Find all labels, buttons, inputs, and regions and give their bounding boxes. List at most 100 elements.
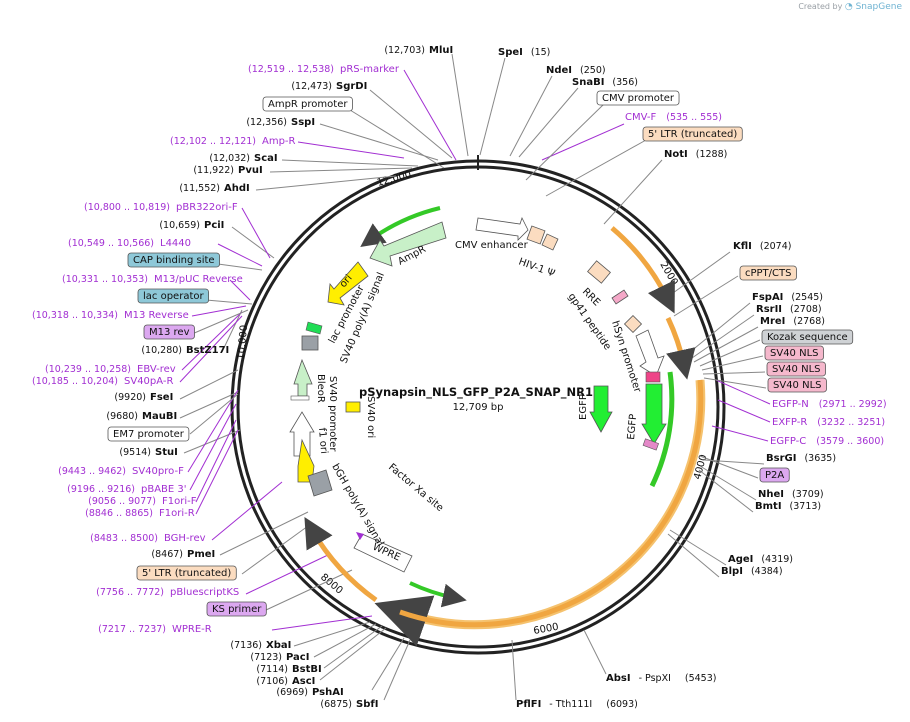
ampr-feature bbox=[369, 221, 447, 267]
feature-label-box[interactable]: M13 rev bbox=[143, 324, 195, 340]
primer[interactable]: (12,102 .. 12,121)Amp-R bbox=[170, 136, 296, 147]
enzyme-site[interactable]: (12,703)MluI bbox=[384, 45, 453, 56]
site-position: (2708) bbox=[790, 304, 822, 315]
primer-name: pRS-marker bbox=[340, 64, 400, 75]
enzyme-site[interactable]: BlpI(4384) bbox=[721, 566, 783, 577]
primer-name: pBluescriptKS bbox=[170, 587, 239, 598]
enzyme-leader bbox=[369, 89, 453, 159]
enzyme-site[interactable]: (9920)FseI bbox=[114, 392, 173, 403]
primer-range: (2971 .. 2992) bbox=[819, 399, 887, 410]
enzyme-site[interactable]: (10,659)PciI bbox=[159, 220, 224, 231]
feature-label-box[interactable]: lac operator bbox=[137, 288, 209, 304]
enzyme-site[interactable]: MreI(2768) bbox=[760, 316, 825, 327]
primer[interactable]: (9443 .. 9462)SV40pro-F bbox=[58, 466, 184, 477]
feature-label-box[interactable]: SV40 NLS bbox=[766, 361, 826, 377]
feature-label-box[interactable]: CAP binding site bbox=[127, 252, 220, 268]
site-position: (7136) bbox=[230, 640, 262, 651]
enzyme-site[interactable]: AgeI(4319) bbox=[728, 554, 793, 565]
enzyme-site[interactable]: (6969)PshAI bbox=[276, 687, 343, 698]
enzyme-leader bbox=[583, 629, 607, 675]
site-position: (6093) bbox=[606, 699, 638, 710]
primer[interactable]: (7756 .. 7772)pBluescriptKS bbox=[96, 587, 239, 598]
label-sv40-ori: SV40 ori bbox=[365, 396, 376, 438]
feature-label-box[interactable]: SV40 NLS bbox=[767, 377, 827, 393]
enzyme-site[interactable]: (7123)PacI bbox=[250, 652, 309, 663]
primer-range: (10,318 .. 10,334) bbox=[32, 310, 118, 321]
enzyme-site[interactable]: AbsI- PspXI(5453) bbox=[606, 673, 716, 684]
feature-leader bbox=[189, 393, 239, 435]
primer[interactable]: (10,549 .. 10,566)L4440 bbox=[68, 238, 191, 249]
primer[interactable]: (8846 .. 8865)F1ori-R bbox=[85, 508, 195, 519]
feature-label-bg bbox=[107, 426, 190, 442]
primer-range: (7217 .. 7237) bbox=[98, 624, 166, 635]
enzyme-site[interactable]: (11,552)AhdI bbox=[179, 183, 249, 194]
enzyme-site[interactable]: (10,280)BstZ17I bbox=[141, 345, 229, 356]
feature-label-box[interactable]: P2A bbox=[759, 467, 790, 483]
enzyme-leader bbox=[371, 637, 405, 691]
enzyme-site[interactable]: (7114)BstBI bbox=[256, 664, 321, 675]
primer-name: CMV-F bbox=[625, 112, 656, 123]
primer[interactable]: EGFP-C(3579 .. 3600) bbox=[770, 436, 884, 447]
site-position: (356) bbox=[612, 77, 638, 88]
primer[interactable]: (10,318 .. 10,334)M13 Reverse bbox=[32, 310, 189, 321]
feature-label-text: AmpR promoter bbox=[268, 99, 348, 110]
primer[interactable]: EGFP-N(2971 .. 2992) bbox=[772, 399, 887, 410]
enzyme-site[interactable]: (11,922)PvuI bbox=[193, 165, 262, 176]
feature-label-bg bbox=[206, 601, 267, 617]
feature-label-box[interactable]: Kozak sequence bbox=[761, 329, 854, 345]
enzyme-site[interactable]: (12,473)SgrDI bbox=[291, 81, 367, 92]
enzyme-site[interactable]: (9514)StuI bbox=[119, 447, 177, 458]
primer[interactable]: (9196 .. 9216)pBABE 3' bbox=[67, 484, 186, 495]
primer-name: BGH-rev bbox=[164, 533, 206, 544]
primer-range: (8846 .. 8865) bbox=[85, 508, 153, 519]
primer[interactable]: (7217 .. 7237) WPRE-R bbox=[98, 624, 212, 635]
enzyme-site[interactable]: (7136)XbaI bbox=[230, 640, 291, 651]
nls-stack bbox=[645, 371, 661, 383]
primer[interactable]: EXFP-R(3232 .. 3251) bbox=[772, 417, 885, 428]
feature-label-box[interactable]: AmpR promoter bbox=[262, 96, 353, 112]
enzyme-site[interactable]: (7106)AscI bbox=[256, 676, 315, 687]
feature-label-box[interactable]: 5' LTR (truncated) bbox=[642, 126, 743, 142]
enzyme-leader bbox=[293, 621, 371, 647]
feature-label-box[interactable]: cPPT/CTS bbox=[739, 265, 797, 281]
site-name: SbfI bbox=[356, 699, 378, 710]
enzyme-site[interactable]: (9680)MauBI bbox=[106, 411, 177, 422]
enzyme-site[interactable]: RsrII(2708) bbox=[756, 304, 822, 315]
primer[interactable]: (8483 .. 8500)BGH-rev bbox=[90, 533, 205, 544]
primer[interactable]: (10,800 .. 10,819)pBR322ori-F bbox=[84, 202, 238, 213]
primer-leader bbox=[191, 305, 247, 317]
enzyme-site[interactable]: NheI(3709) bbox=[758, 489, 824, 500]
feature-leader bbox=[191, 309, 249, 335]
enzyme-site[interactable]: NdeI(250) bbox=[546, 65, 606, 76]
enzyme-site[interactable]: BsrGI(3635) bbox=[766, 453, 836, 464]
site-name: BstBI bbox=[292, 664, 322, 675]
primer-name: WPRE-R bbox=[172, 624, 212, 635]
enzyme-site[interactable]: (8467)PmeI bbox=[151, 549, 215, 560]
feature-label-box[interactable]: EM7 promoter bbox=[107, 426, 190, 442]
feature-label-box[interactable]: SV40 NLS bbox=[764, 345, 824, 361]
enzyme-leader bbox=[693, 326, 759, 363]
enzyme-site[interactable]: NotI(1288) bbox=[664, 149, 727, 160]
enzyme-leader bbox=[255, 175, 397, 191]
primer[interactable]: (10,239 .. 10,258)EBV-rev bbox=[45, 364, 176, 375]
site-name: NotI bbox=[664, 149, 688, 160]
enzyme-site[interactable]: (12,356)SspI bbox=[246, 117, 315, 128]
feature-label-box[interactable]: 5' LTR (truncated) bbox=[136, 565, 237, 581]
primer[interactable]: CMV-F(535 .. 555) bbox=[625, 112, 722, 123]
primer[interactable]: (10,331 .. 10,353)M13/pUC Reverse bbox=[62, 274, 243, 285]
feature-label-box[interactable]: KS primer bbox=[206, 601, 267, 617]
tick-label: 6000 bbox=[533, 622, 560, 637]
enzyme-site[interactable]: SpeI(15) bbox=[498, 47, 550, 58]
primer[interactable]: (9056 .. 9077)F1ori-F bbox=[88, 496, 197, 507]
enzyme-site[interactable]: (6875)SbfI bbox=[320, 699, 378, 710]
site-position: (3709) bbox=[792, 489, 824, 500]
primer[interactable]: (12,519 .. 12,538)pRS-marker bbox=[248, 64, 400, 75]
enzyme-site[interactable]: BmtI(3713) bbox=[755, 501, 821, 512]
enzyme-site[interactable]: SnaBI(356) bbox=[572, 77, 638, 88]
primer[interactable]: (10,185 .. 10,204)SV40pA-R bbox=[32, 376, 173, 387]
enzyme-site[interactable]: KflI(2074) bbox=[733, 241, 791, 252]
enzyme-site[interactable]: FspAI(2545) bbox=[752, 292, 823, 303]
feature-label-box[interactable]: CMV promoter bbox=[596, 90, 680, 106]
enzyme-site[interactable]: (12,032)ScaI bbox=[209, 153, 277, 164]
enzyme-site[interactable]: PflFI- Tth111I(6093) bbox=[516, 699, 638, 710]
